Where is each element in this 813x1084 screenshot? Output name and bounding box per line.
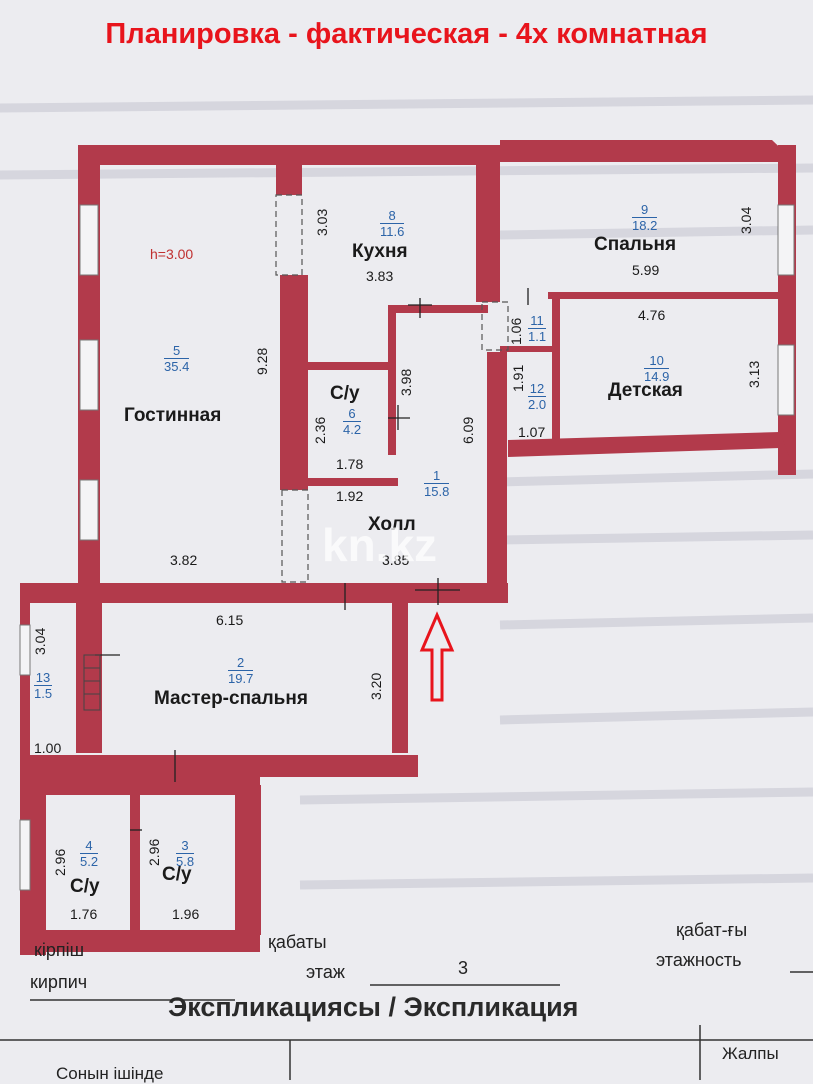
- dim-bedroom-width: 5.99: [632, 262, 660, 278]
- room-bedroom-name: Спальня: [594, 234, 677, 255]
- dim-room11-height: 1.06: [508, 317, 524, 345]
- room-wc3-name: С/у: [162, 864, 192, 885]
- col-total: Жалпы: [722, 1044, 779, 1063]
- wall-children-bottom: [508, 432, 796, 475]
- room-master-name: Мастер-спальня: [154, 688, 308, 709]
- dim-children-width: 4.76: [638, 307, 666, 323]
- explication-heading: Экспликациясы / Экспликация: [168, 992, 579, 1022]
- window-living-1: [79, 204, 99, 276]
- material-ru: кирпич: [30, 972, 88, 992]
- dim-room12-height: 1.91: [510, 364, 526, 392]
- wall-living-kitchen-2: [280, 275, 308, 490]
- wall-top-right: [500, 140, 795, 162]
- entrance-arrow: [419, 611, 455, 702]
- door-openings: [275, 194, 509, 583]
- dim-children-height: 3.13: [746, 360, 762, 388]
- wall-master-left: [76, 603, 102, 753]
- wall-bedroom-children: [548, 292, 780, 299]
- floor-ru: этаж: [306, 962, 345, 982]
- floor-kz: қабаты: [268, 932, 327, 952]
- dim-hall-height: 6.09: [460, 416, 476, 444]
- dim-living-height: 9.28: [254, 347, 270, 375]
- wall-wc6-bottom: [308, 478, 398, 486]
- background-text-lines: [0, 95, 813, 890]
- door-ticks: [95, 288, 529, 831]
- wall-children-left: [552, 299, 560, 439]
- window-living-2: [79, 339, 99, 411]
- windows: [19, 204, 795, 891]
- wall-left-outer: [20, 603, 30, 763]
- room-wc4-name: С/у: [70, 876, 100, 897]
- dim-living-width: 3.82: [170, 552, 198, 568]
- dim-wc3-width: 1.96: [172, 906, 200, 922]
- watermark: kn.kz: [322, 519, 438, 571]
- dim-wc6-height: 2.36: [312, 416, 328, 444]
- dim-master-height: 3.20: [368, 672, 384, 700]
- wall-under-master: [20, 755, 418, 795]
- dim-kitchen-width: 3.83: [366, 268, 394, 284]
- wall-bath-divider: [130, 790, 140, 940]
- dim-room13-width: 1.00: [34, 740, 62, 756]
- dim-room13-height: 3.04: [32, 627, 48, 655]
- dim-hall-top-width: 1.92: [336, 488, 364, 504]
- wall-bath-right: [235, 785, 261, 935]
- window-bath: [19, 819, 31, 891]
- dim-room12-width: 1.07: [518, 424, 546, 440]
- wall-bath-bottom: [20, 930, 260, 952]
- ceiling-height: h=3.00: [150, 246, 194, 262]
- room-hall-name: Холл: [368, 514, 416, 535]
- room-kitchen-name: Кухня: [352, 241, 408, 262]
- ventilation-grate: [83, 654, 101, 711]
- wall-hall-right: [487, 352, 507, 592]
- room-children-name: Детская: [608, 380, 683, 401]
- col-including: Сонын ішінде: [56, 1064, 164, 1083]
- dim-wc3-height: 2.96: [146, 838, 162, 866]
- dim-wc4-height: 2.96: [52, 848, 68, 876]
- floors-kz: қабат-ғы: [676, 920, 748, 940]
- wall-middle: [20, 583, 508, 603]
- window-living-3: [79, 479, 99, 541]
- dim-master-width: 6.15: [216, 612, 244, 628]
- wall-master-right: [392, 603, 408, 753]
- dim-wc4-width: 1.76: [70, 906, 98, 922]
- wall-top: [78, 145, 500, 165]
- floor-value: 3: [458, 958, 469, 978]
- floors-ru: этажность: [656, 950, 742, 970]
- window-bedroom: [777, 204, 795, 276]
- dim-wc6-width: 1.78: [336, 456, 364, 472]
- wall-living-kitchen: [276, 165, 302, 195]
- room-wc6-name: С/у: [330, 383, 360, 404]
- window-master: [19, 624, 31, 676]
- dim-hall-width: 3.85: [382, 552, 410, 568]
- wall-corridor: [388, 310, 396, 455]
- wall-kitchen-bottom: [308, 362, 388, 370]
- form-lines: [0, 971, 813, 1080]
- window-children: [777, 344, 795, 416]
- wall-small-rooms: [500, 346, 552, 352]
- dim-bedroom-height: 3.04: [738, 206, 754, 234]
- dim-kitchen-height: 3.03: [314, 208, 330, 236]
- wall-kitchen-bedroom: [476, 162, 500, 302]
- wall-corridor-top: [388, 305, 488, 313]
- wall-right: [778, 145, 796, 475]
- material-kz: кірпіш: [34, 940, 85, 960]
- dim-corridor-height: 3.98: [398, 368, 414, 396]
- room-living-name: Гостинная: [124, 405, 222, 426]
- plan-title: Планировка - фактическая - 4х комнатная: [105, 18, 708, 50]
